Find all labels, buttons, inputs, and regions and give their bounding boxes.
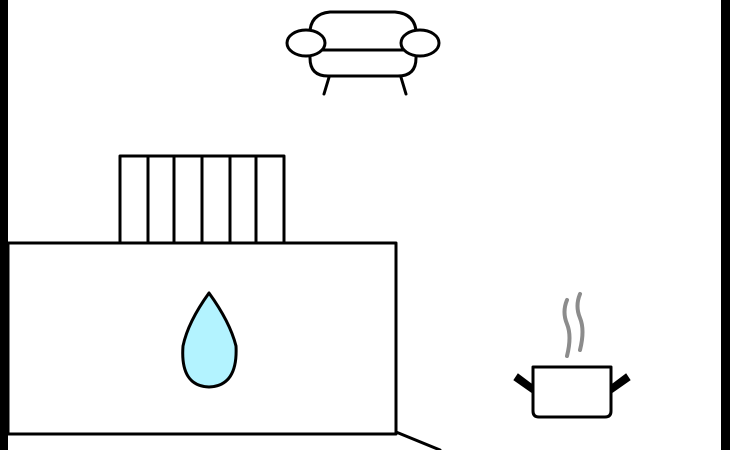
right-wall bbox=[721, 0, 730, 450]
cooking-pot-icon bbox=[531, 365, 613, 419]
water-drop-icon[interactable] bbox=[181, 291, 238, 389]
armchair-arm-right bbox=[399, 28, 441, 58]
radiator[interactable] bbox=[118, 154, 286, 246]
steaming-pot[interactable] bbox=[513, 292, 631, 419]
pot-handle-left bbox=[513, 373, 535, 395]
counter-side-edge bbox=[394, 430, 442, 450]
pot-handle-right bbox=[609, 373, 631, 395]
counter[interactable] bbox=[6, 241, 442, 450]
steam-wisp-right bbox=[575, 292, 585, 352]
steam-wisp-left bbox=[562, 298, 572, 358]
armchair-arm-left bbox=[285, 28, 327, 58]
armchair-body bbox=[308, 10, 418, 78]
armchair[interactable] bbox=[285, 10, 441, 96]
left-wall bbox=[0, 0, 8, 450]
